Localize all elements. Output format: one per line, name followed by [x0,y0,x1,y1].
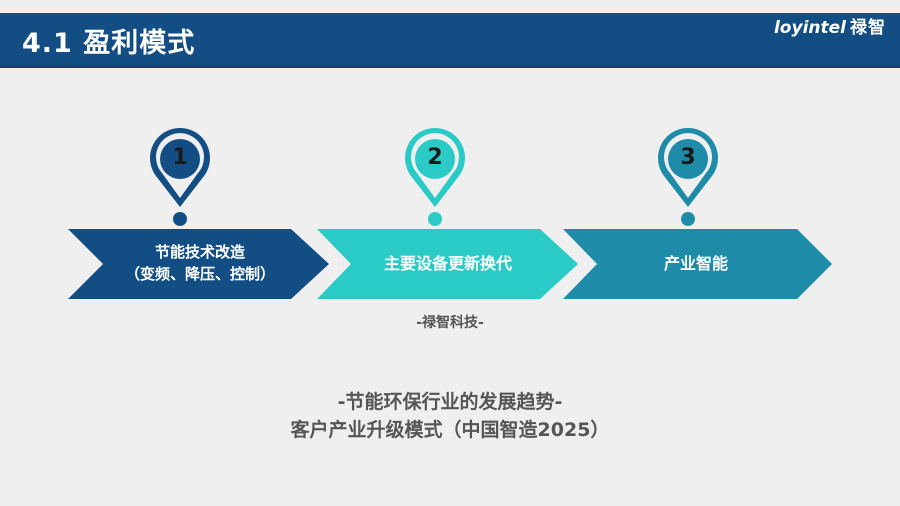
step-3-title: 产业智能 [663,254,728,273]
footer-line-1: -节能环保行业的发展趋势- [337,391,563,413]
brand-cn: 禄智 [850,18,886,38]
step-2-chevron [317,229,578,299]
step-1-title: 节能技术改造 [154,243,245,261]
step-1-chevron [68,229,329,299]
brand-latin: loyintel [773,18,846,38]
page-title: 4.1 盈利模式 [22,28,196,59]
step-3-chevron [563,229,832,299]
step-1-label: 节能技术改造 （变频、降压、控制） [100,241,300,285]
step-2-title: 主要设备更新换代 [383,254,512,273]
map-pin-icon [658,128,718,226]
step-3-label: 产业智能 [596,253,796,275]
step-2-number: 2 [427,145,443,170]
step-3-number: 3 [680,145,696,170]
map-pin-icon [405,128,466,226]
map-pin-icon [150,128,211,226]
footer-line-2: 客户产业升级模式（中国智造2025） [290,419,610,441]
step-2-label: 主要设备更新换代 [348,253,548,275]
footer-text: -节能环保行业的发展趋势- 客户产业升级模式（中国智造2025） [0,388,900,444]
step-1-number: 1 [172,145,188,170]
company-caption: -禄智科技- [416,315,484,331]
step-1-subtitle: （变频、降压、控制） [124,265,275,283]
